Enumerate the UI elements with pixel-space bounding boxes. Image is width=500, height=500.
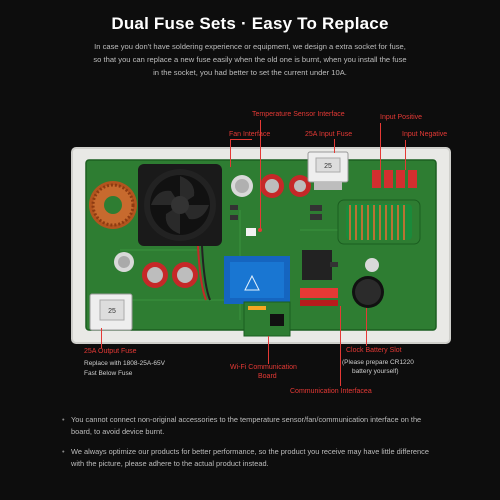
input-positive-annotation: Input Positive — [380, 114, 423, 121]
output-fuse-label: 25 — [108, 308, 116, 315]
clock-battery-note: (Please prepare CR1220 — [342, 359, 414, 366]
wifi-board — [243, 301, 291, 337]
intro-line: in the socket, you had better to set the… — [153, 68, 347, 77]
wifi-board-annotation: Board — [258, 373, 277, 380]
output-fuse: 25 — [89, 293, 133, 331]
inductor-left — [89, 181, 137, 229]
output-fuse-note: Replace with 1808-25A-65V — [84, 360, 165, 367]
capacitors — [114, 174, 379, 288]
input-fuse-annotation: 25A Input Fuse — [305, 131, 353, 138]
communication-interface-annotation: Communication Interfacea — [290, 388, 372, 395]
note-item: You cannot connect non-original accessor… — [62, 414, 442, 438]
clock-battery-annotation: Clock Battery Slot — [346, 347, 402, 354]
notes-list: You cannot connect non-original accessor… — [62, 414, 442, 478]
input-fuse-label: 25 — [324, 163, 332, 170]
inductor-right — [337, 199, 421, 245]
output-fuse-note: Fast Below Fuse — [84, 370, 133, 377]
relay — [224, 256, 290, 304]
fan — [138, 164, 222, 246]
page-title: Dual Fuse Sets · Easy To Replace — [111, 14, 389, 33]
note-item: We always optimize our products for bett… — [62, 446, 442, 470]
fan-interface-annotation: Fan Interface — [229, 131, 271, 138]
wifi-board-annotation: Wi-Fi Communication — [230, 364, 297, 371]
input-negative-annotation: Input Negative — [402, 131, 448, 138]
temp-sensor-connector — [246, 228, 256, 236]
clock-battery-note: battery yourself) — [352, 368, 399, 375]
intro-text: In case you don't have soldering experie… — [60, 40, 440, 79]
intro-line: In case you don't have soldering experie… — [94, 42, 406, 51]
temp-sensor-annotation: Temperature Sensor Interface — [252, 111, 345, 118]
communication-header — [300, 288, 338, 306]
input-terminals — [372, 170, 417, 188]
clock-battery-slot — [352, 276, 384, 308]
output-fuse-annotation: 25A Output Fuse — [84, 348, 137, 355]
input-fuse: 25 — [307, 151, 349, 190]
intro-line: so that you can replace a new fuse easil… — [93, 55, 407, 64]
